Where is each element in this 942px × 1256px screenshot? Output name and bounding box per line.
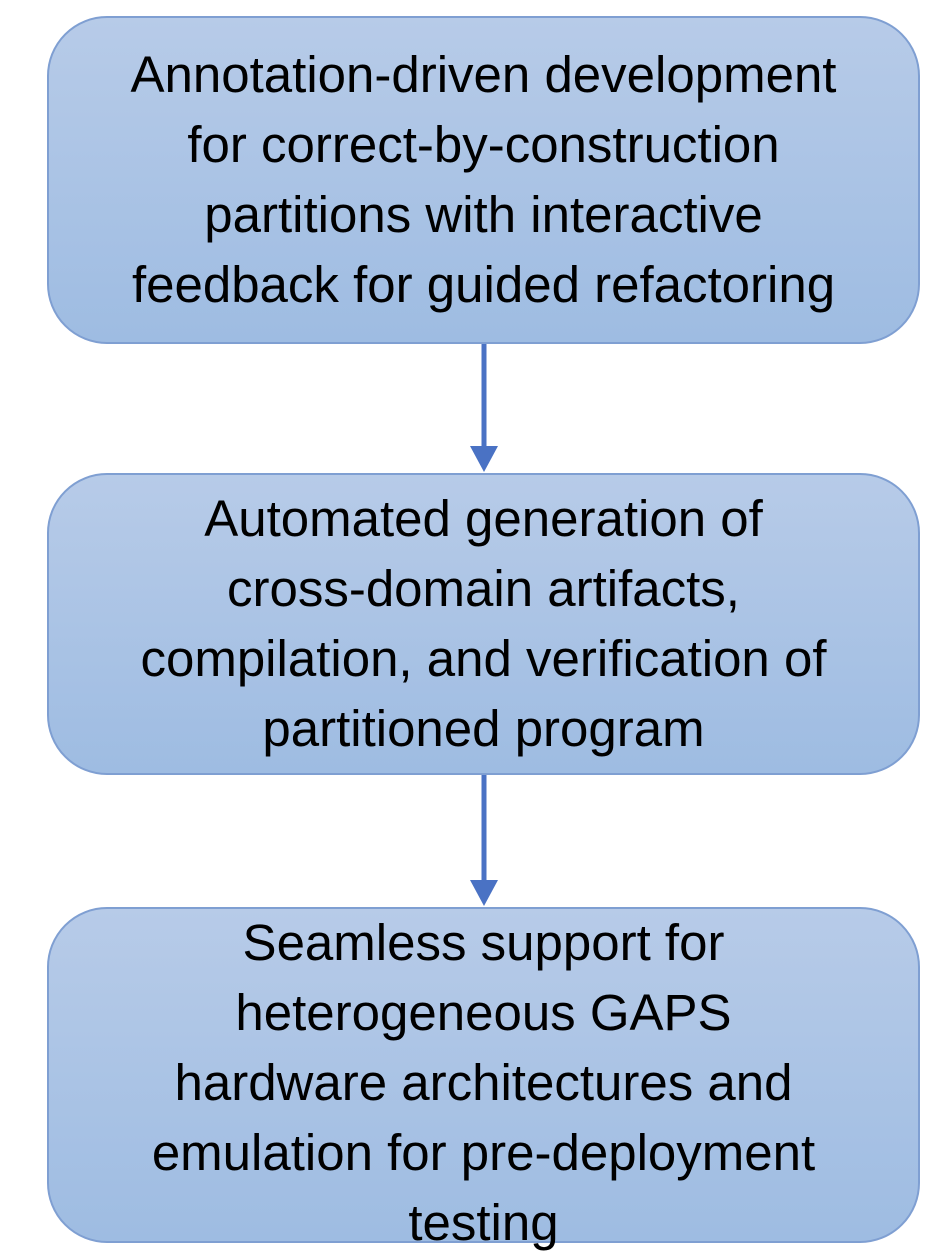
step-text: Seamless support for heterogeneous GAPS … [151, 914, 816, 1251]
step-text: Annotation-driven development for correc… [130, 46, 837, 313]
step-text: Automated generation of cross-domain art… [140, 490, 827, 757]
step-box-annotation-driven-development: Annotation-driven development for correc… [47, 16, 920, 344]
step-box-automated-generation: Automated generation of cross-domain art… [47, 473, 920, 775]
step-box-seamless-support: Seamless support for heterogeneous GAPS … [47, 907, 920, 1251]
arrow-step2-to-step3 [470, 775, 498, 906]
arrow-step1-to-step2 [470, 344, 498, 472]
